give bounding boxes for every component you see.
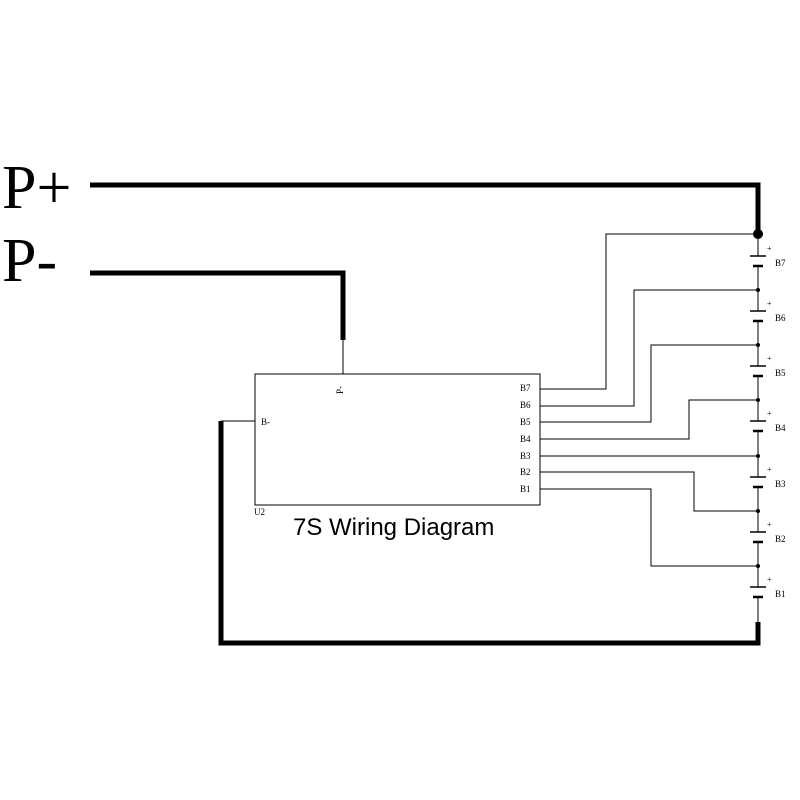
cell-b5-plus: + bbox=[767, 354, 772, 363]
b-minus-wire bbox=[218, 421, 761, 646]
cell-b4-plus: + bbox=[767, 409, 772, 418]
bms-pin-b-minus: B- bbox=[261, 417, 270, 427]
balance-wire-b2 bbox=[540, 471, 758, 512]
diagram-title: 7S Wiring Diagram bbox=[293, 514, 494, 541]
cell-b3-label: B3 bbox=[775, 479, 786, 489]
p-minus-wire bbox=[90, 270, 346, 340]
cell-b7-plus: + bbox=[767, 244, 772, 253]
cell-b1-label: B1 bbox=[775, 589, 786, 599]
cell-b2-label: B2 bbox=[775, 534, 786, 544]
cell-b6-label: B6 bbox=[775, 313, 786, 323]
bms-pin-b7: B7 bbox=[520, 383, 531, 393]
cell-stack: + B7 + B6 + B5 + B4 + B3 bbox=[750, 234, 786, 622]
cell-b6-plus: + bbox=[767, 299, 772, 308]
p-plus-label: P+ bbox=[2, 154, 71, 222]
cell-b2-plus: + bbox=[767, 520, 772, 529]
cell-b1-plus: + bbox=[767, 575, 772, 584]
balance-wire-b6 bbox=[540, 289, 758, 407]
bms-pin-p-minus: P- bbox=[335, 386, 345, 394]
bms-pin-b3: B3 bbox=[520, 451, 531, 461]
cell-b3-plus: + bbox=[767, 465, 772, 474]
bms-pin-b1: B1 bbox=[520, 484, 531, 494]
bms-ref: U2 bbox=[254, 507, 265, 517]
balance-wire-b7 bbox=[540, 233, 758, 390]
bms-pin-b6: B6 bbox=[520, 400, 531, 410]
cell-b5-label: B5 bbox=[775, 368, 786, 378]
bms-box bbox=[254, 373, 541, 506]
bms-pin-b5: B5 bbox=[520, 417, 531, 427]
balance-wire-b1 bbox=[540, 488, 758, 567]
balance-wire-b4 bbox=[540, 399, 758, 440]
p-plus-wire bbox=[90, 182, 761, 234]
cell-b4-label: B4 bbox=[775, 423, 786, 433]
cell-b7-label: B7 bbox=[775, 258, 786, 268]
balance-wire-b5 bbox=[540, 344, 758, 423]
p-minus-label: P- bbox=[2, 227, 57, 295]
bms-pin-b2: B2 bbox=[520, 467, 531, 477]
bms-pin-b4: B4 bbox=[520, 434, 531, 444]
